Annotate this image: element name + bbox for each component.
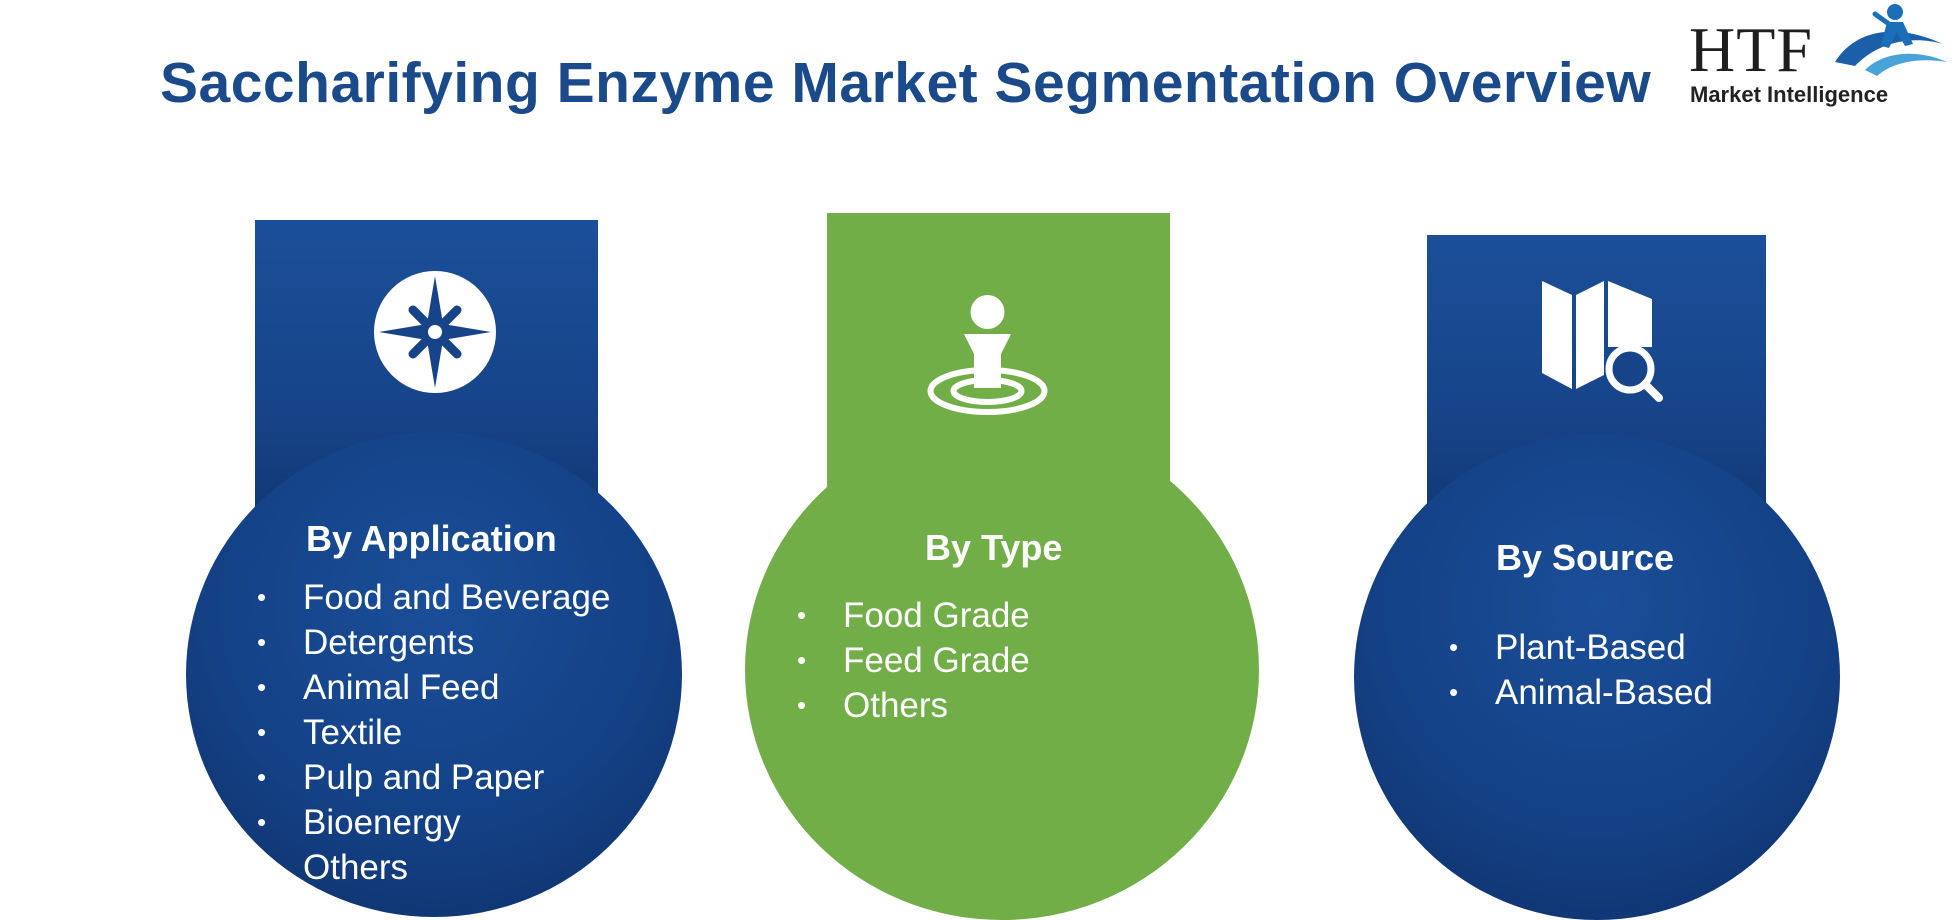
segment-application-title: By Application [306,518,557,559]
segment-source-title: By Source [1496,537,1675,578]
segment-application-list: Food and Beverage Detergents Animal Feed… [257,575,610,890]
compass-icon [374,271,496,393]
htf-logo: HTF Market Intelligence [1685,0,1953,115]
logo-name: HTF [1689,14,1813,85]
list-item: Others [797,683,1030,728]
segment-type-list: Food Grade Feed Grade Others [797,593,1030,728]
list-item: Pulp and Paper [257,755,610,800]
logo-figure-icon [1835,4,1947,76]
list-item: Food Grade [797,593,1030,638]
list-item: Others [303,848,409,887]
list-item: Textile [257,710,610,755]
list-item: Plant-Based [1449,625,1713,670]
list-item: Animal Feed [257,665,610,710]
location-pin-icon [927,295,1048,415]
segment-source-list: Plant-Based Animal-Based [1449,625,1713,715]
logo-tagline: Market Intelligence [1690,82,1889,107]
list-item: Feed Grade [797,638,1030,683]
list-item: Animal-Based [1449,670,1713,715]
map-search-icon [1542,281,1663,402]
segment-type-title: By Type [925,527,1063,568]
list-item: Detergents [257,620,610,665]
list-item: Bioenergy [257,800,610,845]
list-item: Food and Beverage [257,575,610,620]
page-title: Saccharifying Enzyme Market Segmentation… [160,51,1652,115]
